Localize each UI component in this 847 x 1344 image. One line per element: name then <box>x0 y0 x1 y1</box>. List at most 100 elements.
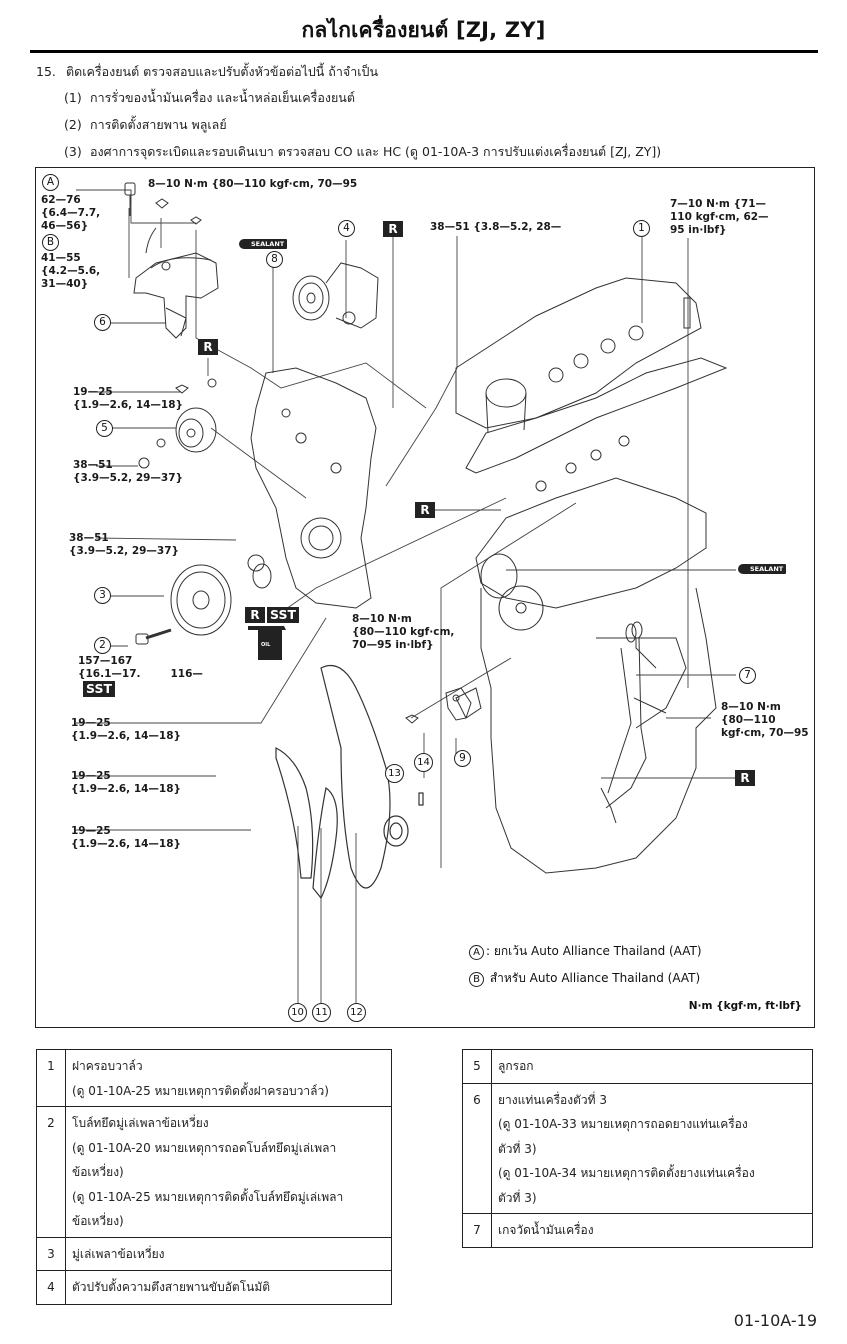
substep-number: (3) <box>64 144 82 159</box>
substep-3: (3)องศาการจุดระเบิดและรอบเดินเบา ตรวจสอบ… <box>64 142 661 162</box>
callout-3: 3 <box>94 587 111 604</box>
substep-text: การติดตั้งสายพาน พลูเลย์ <box>90 117 227 132</box>
parts-row: 3 มู่เล่เพลาข้อเหวี่ยง <box>36 1236 392 1271</box>
dipstick-art <box>605 621 667 809</box>
torque-line: 46—56} <box>41 220 89 232</box>
part-number: 2 <box>36 1106 66 1238</box>
torque-line: {3.9—5.2, 29—37} <box>69 545 180 557</box>
callout-11: 11 <box>312 1003 331 1022</box>
crankshaft-pulley-art <box>135 564 232 645</box>
torque-line: {6.4—7.7, <box>41 207 101 219</box>
torque-line: {80—110 kgf·cm, <box>352 626 455 638</box>
torque-line: 19—25 <box>71 825 111 837</box>
legend-b: B สำหรับ Auto Alliance Thailand (AAT) <box>469 969 700 988</box>
part-description: ตัวปรับตั้งความตึงสายพานขับอัตโนมัติ <box>65 1270 392 1305</box>
diagram-artwork <box>76 182 736 1003</box>
marker-b: B <box>42 234 59 251</box>
sealant-icon: SEALANT <box>239 239 288 249</box>
marker-b: B <box>469 972 484 987</box>
torque-line: 19—25 <box>71 717 111 729</box>
valve-cover-art <box>455 277 728 492</box>
torque-mount-small: 8—10 N·m {80—110 kgf·cm, 70—95 <box>148 178 358 190</box>
torque-guide-bolt-2: 19—25 {1.9—2.6, 14—18} <box>71 825 181 851</box>
replace-badge: R <box>383 221 403 237</box>
part-description: เกจวัดน้ำมันเครื่อง <box>491 1213 813 1248</box>
replace-badge: R <box>198 339 218 355</box>
torque-a-mount: 62—76 {6.4—7.7, 46—56} <box>41 194 100 233</box>
callout-13: 13 <box>385 764 404 783</box>
step-15: 15. ติดเครื่องยนต์ ตรวจสอบและปรับตั้งหัวข… <box>36 62 378 82</box>
part-description-line: (ดู 01-10A-20 หมายเหตุการถอดโบล์ทยึดมู่เ… <box>72 1140 337 1155</box>
sst-badge: SST <box>267 607 299 623</box>
part-number: 7 <box>462 1213 492 1248</box>
torque-cover-bolt: 38—51 {3.9—5.2, 29—37} <box>69 532 179 558</box>
substep-text: การรั่วของน้ำมันเครื่อง และน้ำหล่อเย็นเค… <box>90 90 355 105</box>
torque-line: 110 kgf·cm, 62— <box>670 211 769 223</box>
part-description: ยางแท่นเครื่องตัวที่ 3(ดู 01-10A-33 หมาย… <box>491 1082 813 1214</box>
front-cover-art <box>247 367 377 609</box>
sealant-icon: SEALANT <box>738 564 787 574</box>
parts-row: 2 โบล์ทยึดมู่เล่เพลาข้อเหวี่ยง (ดู 01-10A-… <box>36 1106 392 1238</box>
part-number: 6 <box>462 1082 492 1214</box>
title-divider <box>30 50 818 53</box>
torque-line: {1.9—2.6, 14—18} <box>71 730 182 742</box>
engine-block-art <box>455 477 717 874</box>
torque-units: N·m {kgf·m, ft·lbf} <box>688 1000 802 1012</box>
part-description: โบล์ทยึดมู่เล่เพลาข้อเหวี่ยง (ดู 01-10A-2… <box>65 1106 392 1238</box>
torque-line: 31—40} <box>41 278 89 290</box>
torque-chain-tensioner: 8—10 N·m {80—110 kgf·cm, 70—95 in·lbf} <box>352 613 454 652</box>
part-number: 1 <box>36 1049 66 1107</box>
part-number: 3 <box>36 1236 66 1271</box>
callout-5: 5 <box>96 420 113 437</box>
part-description: ฝาครอบวาล์ว(ดู 01-10A-25 หมายเหตุการติดต… <box>65 1049 392 1107</box>
step-text: ติดเครื่องยนต์ ตรวจสอบและปรับตั้งหัวข้อต… <box>66 64 378 79</box>
part-description-line: ตัวที่ 3) <box>498 1190 537 1205</box>
page-title: กลไกเครื่องยนต์ [ZJ, ZY] <box>301 18 546 42</box>
idler-pulley-art <box>138 378 217 469</box>
callout-8: 8 <box>266 251 283 268</box>
sst-badge: SST <box>83 681 115 697</box>
torque-line: {4.2—5.6, <box>41 265 101 277</box>
part-description-line: (ดู 01-10A-33 หมายเหตุการถอดยางแท่นเครื่… <box>498 1117 748 1131</box>
torque-line: {1.9—2.6, 14—18} <box>71 783 182 795</box>
callout-10: 10 <box>288 1003 307 1022</box>
substep-1: (1)การรั่วของน้ำมันเครื่อง และน้ำหล่อเย็… <box>64 88 355 108</box>
timing-chain-art <box>275 664 424 900</box>
callout-9: 9 <box>454 750 471 767</box>
chain-tensioner-art <box>405 687 472 724</box>
torque-line: {1.9—2.6, 14—18} <box>73 399 184 411</box>
part-description-line: (ดู 01-10A-34 หมายเหตุการติดตั้งยางแท่นเ… <box>498 1166 755 1180</box>
part-description-line: ตัวปรับตั้งความตึงสายพานขับอัตโนมัติ <box>72 1280 271 1294</box>
callout-4: 4 <box>338 220 355 237</box>
part-description-line: ลูกรอก <box>498 1059 534 1073</box>
oil-can-icon <box>248 626 286 660</box>
page-number: 01-10A-19 <box>733 1311 817 1330</box>
torque-line: 19—25 <box>73 386 113 398</box>
torque-line: {16.1—17. <box>78 668 141 680</box>
exploded-diagram: A 62—76 {6.4—7.7, 46—56} B 41—55 {4.2—5.… <box>35 167 815 1028</box>
part-description-line: มู่เล่เพลาข้อเหวี่ยง <box>72 1246 165 1261</box>
torque-line: 62—76 <box>41 194 81 206</box>
part-description-line: เกจวัดน้ำมันเครื่อง <box>498 1223 594 1237</box>
tensioner-art <box>292 262 379 329</box>
step-number: 15. <box>36 64 56 79</box>
part-description: มู่เล่เพลาข้อเหวี่ยง <box>65 1236 392 1271</box>
part-description-line: (ดู 01-10A-25 หมายเหตุการติดตั้งโบล์ทยึด… <box>72 1189 344 1204</box>
part-number: 4 <box>36 1270 66 1305</box>
marker-a: A <box>469 945 484 960</box>
torque-line: 8—10 N·m <box>721 701 781 713</box>
parts-row: 7 เกจวัดน้ำมันเครื่อง <box>462 1213 813 1248</box>
torque-guide-bolt-1: 19—25 {1.9—2.6, 14—18} <box>71 770 181 796</box>
torque-line: 95 in·lbf} <box>670 224 727 236</box>
torque-idler-nut: 38—51 {3.9—5.2, 29—37} <box>73 459 183 485</box>
torque-line: 8—10 N·m <box>352 613 412 625</box>
part-description-line: โบล์ทยึดมู่เล่เพลาข้อเหวี่ยง <box>72 1116 209 1130</box>
legend-a: A: ยกเว้น Auto Alliance Thailand (AAT) <box>469 942 702 961</box>
replace-badge: R <box>415 502 435 518</box>
torque-line: {80—110 <box>721 714 776 726</box>
callout-2: 2 <box>94 637 111 654</box>
